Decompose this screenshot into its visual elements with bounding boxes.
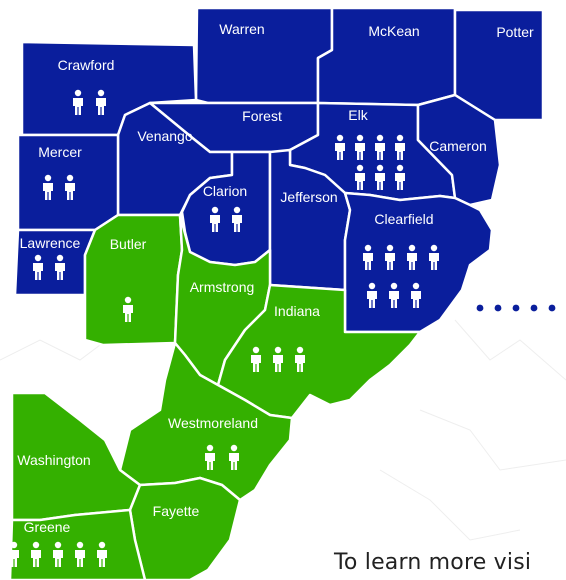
county-label-clearfield: Clearfield [374,211,433,227]
person-icon [210,206,220,232]
person-icon [429,244,439,270]
person-icon [65,174,75,200]
person-icon [205,444,215,470]
county-label-jefferson: Jefferson [280,189,337,205]
person-icon [355,164,365,190]
county-label-warren: Warren [219,21,264,37]
person-icon [229,444,239,470]
county-label-westmoreland: Westmoreland [168,415,258,431]
person-icon [9,541,19,567]
person-icon [53,541,63,567]
county-label-elk: Elk [348,107,368,123]
county-potter[interactable] [453,8,545,122]
person-icon [363,244,373,270]
county-label-fayette: Fayette [153,503,200,519]
person-icon [367,282,377,308]
county-label-butler: Butler [110,236,147,252]
person-icon [273,346,283,372]
person-icon [407,244,417,270]
person-icon [335,134,345,160]
person-icon [251,346,261,372]
county-label-greene: Greene [24,519,71,535]
person-icon [33,254,43,280]
person-icon [31,541,41,567]
county-indiana[interactable] [216,283,422,420]
county-westmoreland[interactable] [118,341,294,502]
county-label-potter: Potter [496,24,534,40]
person-icon [395,134,405,160]
person-icon [375,164,385,190]
county-label-crawford: Crawford [58,57,115,73]
person-icon [385,244,395,270]
person-icon [55,254,65,280]
county-label-forest: Forest [242,108,282,124]
county-label-mckean: McKean [368,23,419,39]
county-fayette[interactable] [128,476,242,580]
county-label-washington: Washington [17,452,90,468]
person-icon [232,206,242,232]
county-label-armstrong: Armstrong [190,279,255,295]
county-label-venango: Venango [137,128,192,144]
person-icon [375,134,385,160]
person-icon [355,134,365,160]
county-label-mercer: Mercer [38,144,82,160]
person-icon [96,89,106,115]
county-cameron[interactable] [416,93,502,207]
more-indicator-dots [476,304,556,312]
person-icon [395,164,405,190]
person-icon [73,89,83,115]
person-icon [389,282,399,308]
person-icon [75,541,85,567]
county-label-indiana: Indiana [274,303,320,319]
person-icon [97,541,107,567]
person-icon [123,296,133,322]
county-label-clarion: Clarion [203,183,247,199]
county-butler[interactable] [83,213,184,347]
person-icon [295,346,305,372]
person-icon [411,282,421,308]
county-label-cameron: Cameron [429,138,487,154]
county-label-lawrence: Lawrence [20,235,81,251]
person-icon [43,174,53,200]
learn-more-text: To learn more visi [334,550,532,575]
